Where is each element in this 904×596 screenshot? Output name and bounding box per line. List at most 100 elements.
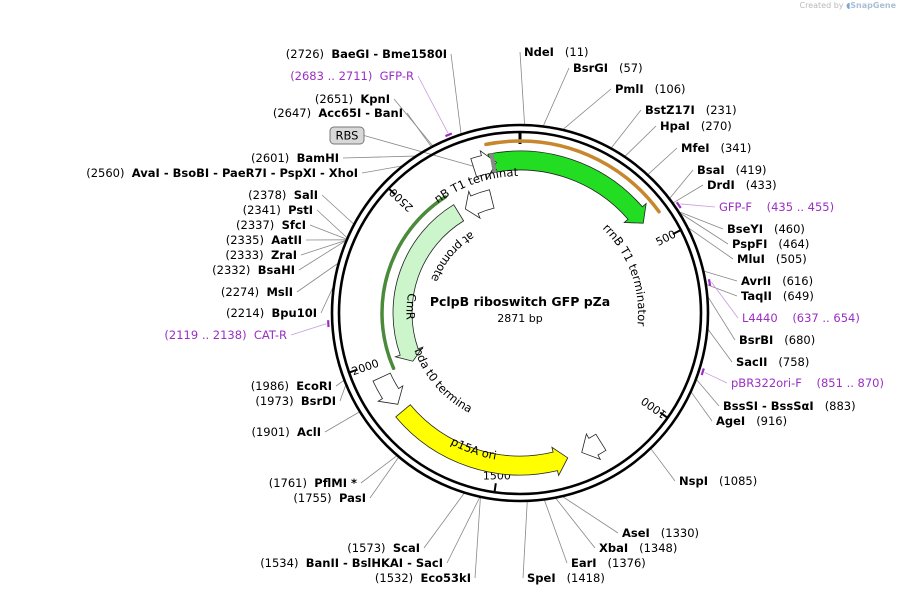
site-label-bsrdi[interactable]: (1973) BsrDI [255, 394, 336, 408]
site-label-ndei[interactable]: NdeI (11) [524, 45, 589, 59]
site-label-bseyi[interactable]: BseYI (460) [727, 222, 805, 236]
site-label-pflmi[interactable]: (1761) PflMI * [269, 476, 357, 490]
site-label-psti[interactable]: (2341) PstI [243, 203, 313, 217]
rrnb-t1-terminator-feature-arrow[interactable] [470, 149, 497, 181]
site-name: Bpu10I [272, 306, 317, 320]
site-name: ScaI [393, 541, 420, 555]
site-label-bsai[interactable]: BsaI (419) [697, 163, 767, 177]
site-label-zrai[interactable]: (2333) ZraI [225, 248, 297, 262]
site-spacer [289, 379, 296, 393]
site-label-acli[interactable]: (1901) AclI [251, 425, 321, 439]
site-leader-line [423, 493, 465, 549]
site-label-baegi-bme1580i[interactable]: (2726) BaeGI - Bme1580I [286, 47, 447, 61]
site-label-bstz17i[interactable]: BstZ17I (231) [645, 103, 737, 117]
site-label-bsrbi[interactable]: BsrBI (680) [739, 333, 815, 347]
site-label-bsssi-bsss-i[interactable]: BssSI - BssSαI (883) [723, 399, 856, 413]
primer-label-pbr322ori-f[interactable]: pBR322ori-F (851 .. 870) [731, 376, 884, 390]
primer-label-gfp-r[interactable]: (2683 .. 2711) GFP-R [290, 69, 414, 83]
site-label-xbai[interactable]: XbaI (1348) [599, 541, 677, 555]
site-label-pspfi[interactable]: PspFI (464) [732, 237, 809, 251]
primer-name: GFP-F [719, 200, 752, 214]
primer-label-l4440[interactable]: L4440 (637 .. 654) [742, 311, 860, 325]
site-label-drdi[interactable]: DrdI (433) [707, 178, 777, 192]
site-label-bsrgi[interactable]: BsrGI (57) [573, 61, 643, 75]
site-position: (419) [736, 163, 767, 177]
primer-label-gfp-f[interactable]: GFP-F (435 .. 455) [719, 200, 834, 214]
rbs-label-box[interactable] [329, 126, 365, 145]
site-name: Acc65I - BanI [318, 106, 403, 120]
site-label-msli[interactable]: (2274) MslI [221, 285, 293, 299]
site-label-bpu10i[interactable]: (2214) Bpu10I [226, 306, 317, 320]
site-name: NspI [679, 474, 708, 488]
site-leader-line [309, 224, 347, 240]
site-label-agei[interactable]: AgeI (916) [716, 414, 787, 428]
site-position: (2341) [243, 203, 281, 217]
site-label-bamhi[interactable]: (2601) BamHI [251, 151, 339, 165]
site-label-eari[interactable]: EarI (1376) [571, 556, 646, 570]
site-leader-line [320, 287, 334, 314]
site-label-bsahi[interactable]: (2332) BsaHI [212, 263, 295, 277]
gfp-s65t-feature-arrow[interactable] [487, 150, 647, 224]
site-position: (2332) [212, 263, 250, 277]
site-label-mfei[interactable]: MfeI (341) [681, 141, 751, 155]
site-position: (2601) [251, 151, 289, 165]
site-leader-line [691, 392, 713, 422]
site-leader-line [611, 109, 642, 148]
site-leader-line [669, 169, 694, 199]
tick-mark [672, 229, 682, 235]
site-label-spei[interactable]: SpeI (1418) [527, 571, 605, 585]
p15a-ori-feature-arrow[interactable] [395, 404, 569, 477]
site-label-acc65i-bani[interactable]: (2647) Acc65I - BanI [273, 106, 403, 120]
site-spacer [289, 151, 296, 165]
site-label-sacii[interactable]: SacII (758) [736, 355, 809, 369]
site-leader-line [650, 448, 676, 482]
credit-prefix: Created by [799, 1, 844, 10]
site-position: (2274) [221, 285, 259, 299]
primer-name: pBR322ori-F [731, 376, 802, 390]
site-label-mlui[interactable]: MluI (505) [737, 252, 807, 266]
site-label-avai-bsobi-paer7i-pspxi-xhoi[interactable]: (2560) AvaI - BsoBI - PaeR7I - PspXI - X… [86, 166, 358, 180]
site-spacer [353, 92, 360, 106]
site-leader-line [688, 227, 734, 260]
tick-label: 2000 [350, 357, 381, 378]
site-position: (758) [778, 355, 809, 369]
site-label-asei[interactable]: AseI (1330) [622, 526, 699, 540]
site-label-banii-bslhkai-saci[interactable]: (1534) BanII - BslHKAI - SacI [260, 556, 443, 570]
site-position: (231) [706, 103, 737, 117]
site-label-scai[interactable]: (1573) ScaI [347, 541, 420, 555]
tick-mark [659, 411, 669, 419]
site-position: (505) [776, 252, 807, 266]
site-label-eco53ki[interactable]: (1532) Eco53kI [375, 571, 471, 585]
site-label-nspi[interactable]: NspI (1085) [679, 474, 757, 488]
site-label-ecori[interactable]: (1986) EcoRI [251, 379, 332, 393]
site-position: (616) [782, 274, 813, 288]
site-label-avrii[interactable]: AvrII (616) [741, 274, 813, 288]
site-leader-line [321, 194, 354, 225]
site-leader-lines [290, 51, 739, 579]
site-label-kpni[interactable]: (2651) KpnI [315, 92, 390, 106]
site-label-pasi[interactable]: (1755) PasI [293, 491, 366, 505]
site-name: MluI [737, 252, 765, 266]
site-spacer [608, 61, 619, 75]
site-name: SacII [736, 355, 767, 369]
cat-promoter-feature-arrow[interactable] [464, 189, 495, 220]
site-position: (883) [825, 399, 856, 413]
site-name: ZraI [271, 248, 297, 262]
site-label-hpai[interactable]: HpaI (270) [660, 119, 732, 133]
primer-spacer [778, 311, 793, 325]
cmr-feature-arrow[interactable] [392, 204, 465, 362]
rrnb-t1-terminator-feature-arrow[interactable] [581, 432, 607, 461]
site-label-pmli[interactable]: PmlI (106) [615, 82, 686, 96]
cmr-orf-highlight [380, 195, 448, 371]
site-label-taqii[interactable]: TaqII (649) [741, 289, 814, 303]
site-label-sfci[interactable]: (2337) SfcI [236, 218, 306, 232]
site-spacer [259, 285, 266, 299]
site-name: BstZ17I [645, 103, 695, 117]
primer-label-cat-r[interactable]: (2119 .. 2138) CAT-R [164, 328, 287, 342]
site-label-aatii[interactable]: (2335) AatII [226, 233, 302, 247]
site-name: XbaI [599, 541, 628, 555]
site-label-sali[interactable]: (2378) SalI [248, 188, 318, 202]
lambda-t0-terminator-feature-arrow[interactable] [372, 372, 404, 405]
